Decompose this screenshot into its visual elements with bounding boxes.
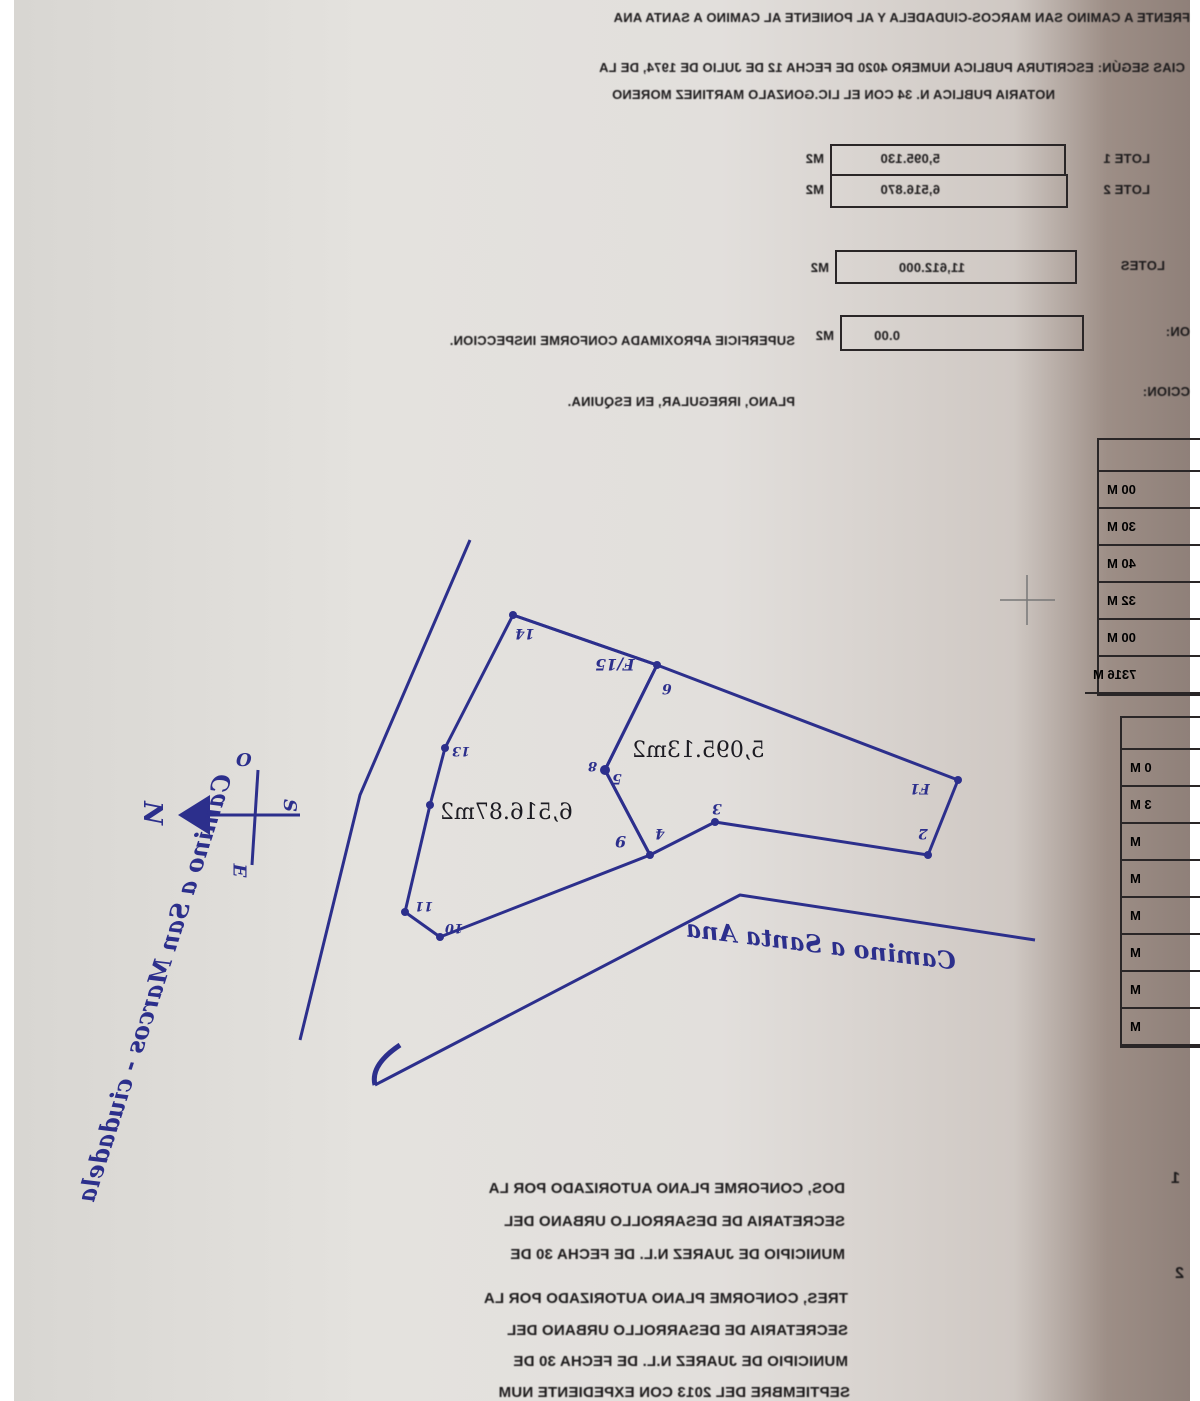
compass-n-label: N bbox=[136, 801, 167, 825]
point-label: 11 bbox=[415, 898, 434, 913]
note-line: TRES, CONFORME PLANO AUTORIZADO POR LA bbox=[483, 1290, 848, 1307]
point-label: 13 bbox=[452, 743, 471, 758]
note-line: SECRETARIA DE DESARROLLO URBANO DEL bbox=[503, 1213, 845, 1230]
table-row: 0 M bbox=[1122, 750, 1200, 787]
measurements-table-1: 00 M 30 M 40 M 32 M 00 M 7316 M bbox=[1085, 438, 1200, 696]
note-line: MUNICIPIO DE JUAREZ N.L. DE FECHA 30 DE bbox=[513, 1353, 848, 1370]
point-label: 6 bbox=[662, 680, 672, 696]
point-label: F/15 bbox=[595, 655, 635, 674]
table-row: 00 M bbox=[1099, 620, 1200, 657]
point-label: F1 bbox=[910, 780, 930, 796]
point-label: 3 bbox=[712, 800, 722, 816]
note-line: MUNICIPIO DE JUAREZ N.L. DE FECHA 30 DE bbox=[510, 1246, 845, 1263]
compass-s-label: S bbox=[279, 799, 300, 812]
document-photo bbox=[14, 0, 1190, 1401]
note-line: SECRETARIA DE DESARROLLO URBANO DEL bbox=[506, 1322, 848, 1339]
table-row: 40 M bbox=[1099, 546, 1200, 583]
point-label: 4 bbox=[655, 825, 665, 841]
lot1-area-label: 5,095.13m2 bbox=[632, 738, 765, 763]
road-end-hook bbox=[371, 1042, 402, 1086]
table-row: 3 M bbox=[1122, 787, 1200, 824]
table-row bbox=[1099, 440, 1200, 472]
note-number: 2 bbox=[1174, 1265, 1184, 1282]
table-row: 32 M bbox=[1099, 583, 1200, 620]
lot2-area-label: 6,516.87m2 bbox=[440, 800, 573, 825]
table-row: 00 M bbox=[1099, 472, 1200, 509]
point-label: 9 bbox=[615, 832, 627, 851]
note-line: SEPTIEMBRE DEL 2013 CON EXPEDIENTE NUM bbox=[498, 1384, 850, 1401]
table-row: M bbox=[1122, 972, 1200, 1009]
note-line: DOS, CONFORME PLANO AUTORIZADO POR LA bbox=[488, 1180, 845, 1197]
total-field bbox=[835, 250, 1077, 284]
compass-e-label: E bbox=[228, 863, 250, 878]
road-san-marcos-line bbox=[298, 539, 472, 1041]
table-row: 7316 M bbox=[1085, 657, 1200, 694]
table-row: 30 M bbox=[1099, 509, 1200, 546]
table-row: M bbox=[1122, 824, 1200, 861]
table-row: M bbox=[1122, 935, 1200, 972]
construction-field bbox=[840, 315, 1084, 351]
measurements-table-2: 0 M 3 M M M M M M M bbox=[1120, 716, 1200, 1048]
point-label: 14 bbox=[515, 625, 535, 641]
point-label: 5 bbox=[612, 770, 622, 786]
table-row: M bbox=[1122, 898, 1200, 935]
point-label: 8 bbox=[588, 758, 598, 773]
compass-eo-line bbox=[250, 769, 260, 866]
compass-arrow-icon bbox=[178, 795, 210, 835]
lot1-boundary bbox=[511, 613, 960, 857]
table-row bbox=[1122, 718, 1200, 750]
point-label: 2 bbox=[918, 825, 928, 841]
lot2-field bbox=[830, 174, 1068, 208]
note-number: 1 bbox=[1170, 1170, 1180, 1187]
table-row: M bbox=[1122, 861, 1200, 898]
compass-o-label: O bbox=[236, 750, 252, 771]
point-label: 10 bbox=[445, 920, 464, 935]
table-row: M bbox=[1122, 1009, 1200, 1046]
road-santa-ana-line bbox=[374, 893, 1036, 1087]
